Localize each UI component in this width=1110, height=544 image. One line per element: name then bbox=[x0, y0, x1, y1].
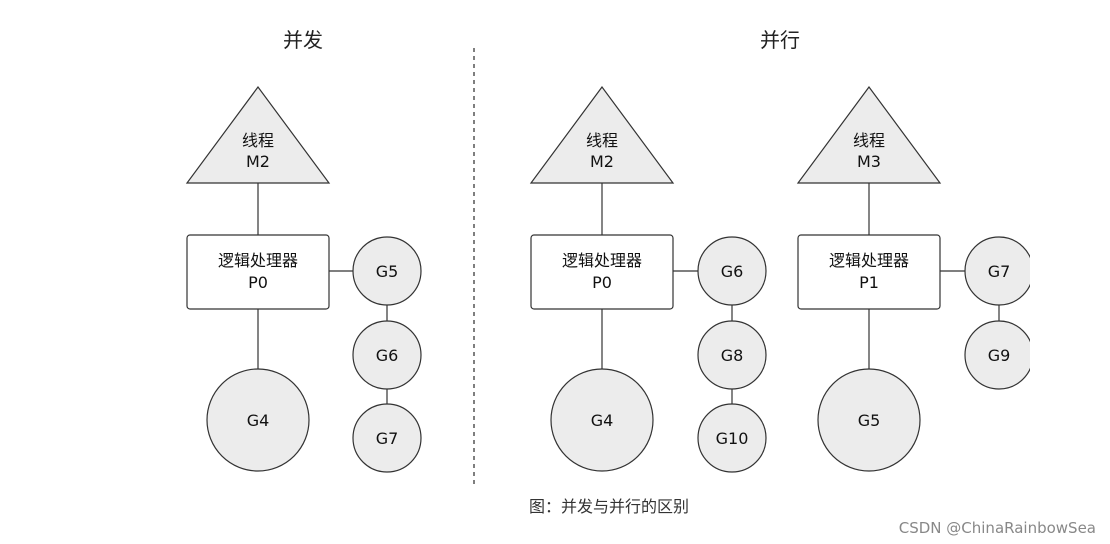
goroutine-circle bbox=[206, 368, 310, 472]
queue-clip-group: G7 G9 bbox=[964, 236, 1030, 390]
parallelism-title: 并行 bbox=[760, 28, 800, 52]
processor-node-p0: 逻辑处理器 P0 bbox=[530, 234, 674, 310]
processor-box bbox=[186, 234, 330, 310]
queued-goroutine: G10 bbox=[697, 403, 767, 473]
goroutine-label: G7 bbox=[988, 262, 1011, 281]
thread-id: M3 bbox=[857, 152, 881, 171]
processor-label: 逻辑处理器 bbox=[829, 251, 909, 270]
goroutine-circle bbox=[817, 368, 921, 472]
thread-id: M2 bbox=[590, 152, 614, 171]
queued-goroutine: G9 bbox=[964, 320, 1030, 390]
goroutine-label: G5 bbox=[376, 262, 399, 281]
thread-label: 线程 bbox=[242, 131, 274, 150]
thread-node-m2: 线程 M2 bbox=[185, 85, 331, 184]
queued-goroutine: G6 bbox=[697, 236, 767, 306]
goroutine-circle bbox=[697, 320, 767, 390]
thread-node-m2: 线程 M2 bbox=[529, 85, 675, 184]
goroutine-circle bbox=[352, 320, 422, 390]
running-goroutine: G5 bbox=[817, 368, 921, 472]
processor-node-p0: 逻辑处理器 P0 bbox=[186, 234, 330, 310]
thread-triangle bbox=[185, 85, 331, 184]
thread-triangle bbox=[796, 85, 942, 184]
goroutine-label: G5 bbox=[858, 411, 881, 430]
processor-box bbox=[530, 234, 674, 310]
goroutine-label: G4 bbox=[247, 411, 270, 430]
goroutine-circle bbox=[697, 403, 767, 473]
processor-node-p1: 逻辑处理器 P1 bbox=[797, 234, 941, 310]
queued-goroutine: G7 bbox=[964, 236, 1030, 306]
thread-label: 线程 bbox=[586, 131, 618, 150]
goroutine-label: G7 bbox=[376, 429, 399, 448]
thread-id: M2 bbox=[246, 152, 270, 171]
processor-id: P0 bbox=[248, 273, 268, 292]
processor-id: P1 bbox=[859, 273, 879, 292]
queued-goroutine: G6 bbox=[352, 320, 422, 390]
thread-triangle bbox=[529, 85, 675, 184]
parallelism-panel: 并行 线程 M2 逻辑处理器 P0 G4 bbox=[529, 28, 1030, 473]
concurrency-panel: 并发 线程 M2 逻辑处理器 P0 G4 G5 bbox=[185, 28, 422, 473]
running-goroutine: G4 bbox=[550, 368, 654, 472]
goroutine-circle bbox=[550, 368, 654, 472]
goroutine-label: G4 bbox=[591, 411, 614, 430]
goroutine-circle bbox=[697, 236, 767, 306]
watermark: CSDN @ChinaRainbowSea bbox=[899, 519, 1096, 537]
queued-goroutine: G5 bbox=[352, 236, 422, 306]
goroutine-circle bbox=[964, 320, 1030, 390]
goroutine-label: G6 bbox=[376, 346, 399, 365]
goroutine-label: G8 bbox=[721, 346, 744, 365]
goroutine-circle bbox=[964, 236, 1030, 306]
parallel-column-1: 线程 M2 逻辑处理器 P0 G4 G6 G8 G1 bbox=[529, 85, 767, 473]
thread-node-m3: 线程 M3 bbox=[796, 85, 942, 184]
processor-id: P0 bbox=[592, 273, 612, 292]
goroutine-label: G9 bbox=[988, 346, 1011, 365]
queued-goroutine: G7 bbox=[352, 403, 422, 473]
goroutine-label: G10 bbox=[716, 429, 749, 448]
thread-label: 线程 bbox=[853, 131, 885, 150]
goroutine-circle bbox=[352, 403, 422, 473]
figure-caption: 图：并发与并行的区别 bbox=[529, 497, 689, 516]
goroutine-circle bbox=[352, 236, 422, 306]
processor-box bbox=[797, 234, 941, 310]
parallel-column-2: 线程 M3 逻辑处理器 P1 G5 G7 G bbox=[796, 85, 1030, 472]
queued-goroutine: G8 bbox=[697, 320, 767, 390]
processor-label: 逻辑处理器 bbox=[218, 251, 298, 270]
goroutine-label: G6 bbox=[721, 262, 744, 281]
concurrency-title: 并发 bbox=[283, 28, 323, 52]
running-goroutine: G4 bbox=[206, 368, 310, 472]
processor-label: 逻辑处理器 bbox=[562, 251, 642, 270]
